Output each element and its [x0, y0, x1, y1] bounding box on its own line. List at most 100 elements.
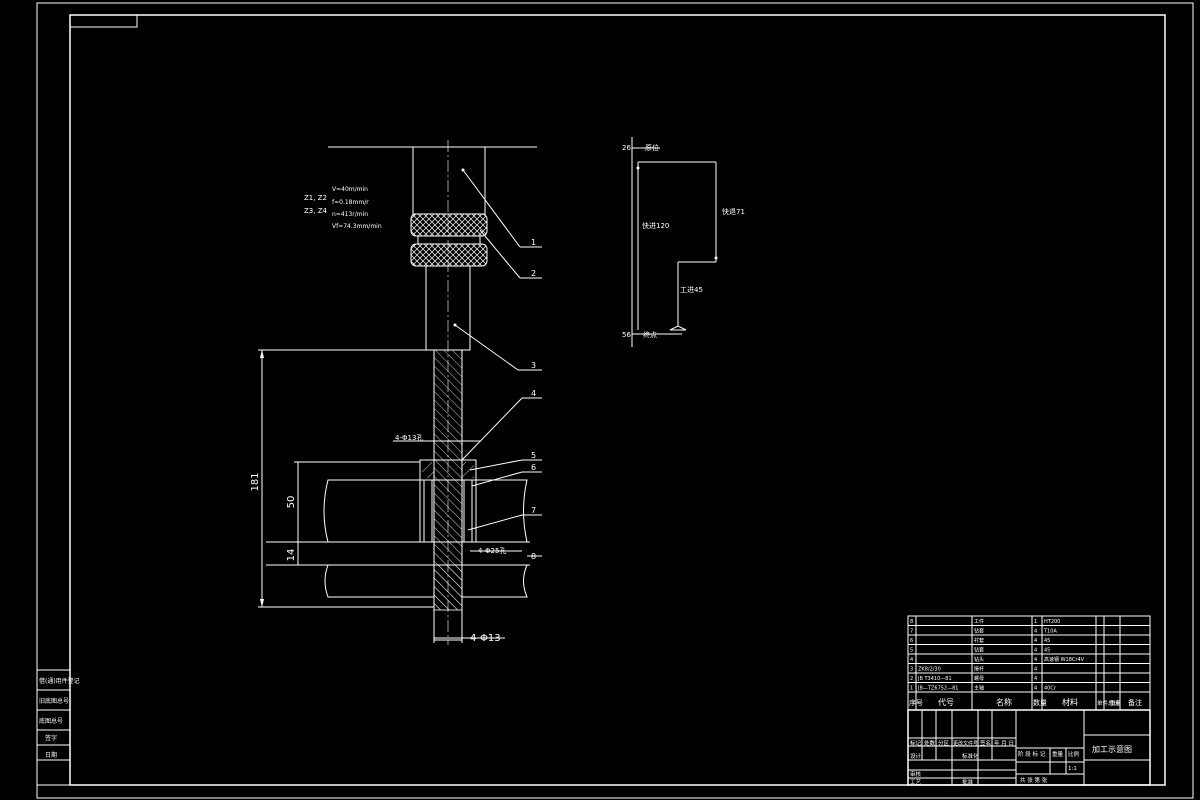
parts-cell-name: 工件 — [974, 618, 984, 625]
drawing-title: 加工示意图 — [1092, 744, 1132, 754]
parts-header-weight: 单件 重量 — [1097, 699, 1121, 707]
workpiece-plate-right — [461, 564, 528, 598]
parts-cell-name: 接杆 — [974, 666, 984, 673]
tb-label: 年 月 日 — [994, 739, 1014, 747]
parts-cell-no: 2 — [910, 676, 913, 682]
parts-cell-qty: 4 — [1034, 667, 1037, 673]
tb-role: 工艺 — [910, 779, 922, 786]
side-item: 借(通)用件登记 — [39, 677, 80, 685]
workpiece — [266, 459, 530, 611]
tb-label: 签名 — [980, 739, 991, 747]
dim-holes-mid: 4-Φ25孔 — [478, 547, 506, 555]
parts-cell-qty: 4 — [1034, 629, 1037, 635]
parts-list: 8 工件 1 HT200 7 钻套 4 T10A 6 衬套 4 45 5 钻套 4 45 4 钻头 4 高速钢 W18… — [907, 615, 1151, 711]
tb-role: 设计 — [910, 752, 922, 760]
parts-cell-qty: 1 — [1034, 619, 1037, 625]
parts-header-name: 名称 — [996, 697, 1012, 707]
parts-cell-name: 衬套 — [974, 637, 984, 644]
callout-2: 2 — [531, 269, 536, 278]
parts-header-no: 序号 — [909, 698, 923, 707]
parts-cell-name: 钻套 — [974, 647, 984, 654]
parts-cell-qty: 4 — [1034, 638, 1037, 644]
callout-4: 4 — [531, 389, 536, 398]
parts-cell-material: 45 — [1044, 638, 1050, 644]
title-block: 标记 处数 分区 更改文件号 签名 年 月 日 设计 审核 工艺 标准化 批准 … — [907, 709, 1151, 786]
param-line: Vf=74.3mm/min — [332, 223, 382, 230]
parts-cell-qty: 4 — [1034, 648, 1037, 654]
drill-bushing — [419, 459, 477, 481]
parts-cell-material: 高速钢 W18Cr4V — [1044, 656, 1085, 663]
callout-5: 5 — [531, 451, 536, 460]
side-item: 旧底图总号 — [39, 697, 69, 705]
parts-cell-material: 40Cr — [1044, 686, 1057, 692]
dim-holes-top: 4-Φ13孔 — [395, 434, 423, 442]
parts-cell-qty: 4 — [1034, 676, 1037, 682]
tb-label: 标记 — [910, 739, 922, 747]
parts-cell-name: 主轴 — [974, 685, 984, 692]
parts-cell-name: 钻头 — [974, 656, 984, 663]
cycle-bottom-label: 终点 — [643, 330, 657, 339]
side-item: 底图总号 — [39, 717, 63, 725]
tb-approve: 批准 — [962, 778, 974, 786]
jig-plate-left — [323, 479, 421, 543]
dim-gap: 14 — [286, 549, 297, 562]
cutting-parameters: Z1, Z2 Z3, Z4 V=40m/min f=0.18mm/r n=413… — [304, 186, 382, 230]
tb-weight: 重量 — [1052, 750, 1064, 758]
parts-cell-name: 钻套 — [974, 628, 984, 635]
tb-sheet: 共 张 第 张 — [1020, 776, 1048, 784]
dim-plate-thickness: 50 — [286, 496, 297, 509]
cycle-diagram: 26 原位 56 终点 快进120 快退71 工进45 — [622, 137, 745, 347]
callout-7: 7 — [531, 506, 536, 515]
callout-6: 6 — [531, 463, 536, 472]
parts-cell-material: HT200 — [1044, 619, 1060, 625]
param-line: n=413r/min — [332, 211, 368, 218]
parts-header-material: 材料 — [1062, 697, 1078, 707]
parts-cell-no: 4 — [910, 657, 913, 663]
parts-header-qty: 数量 — [1033, 698, 1047, 707]
dim-holes-bottom: 4-Φ13 — [470, 633, 501, 644]
parts-cell-no: 5 — [910, 648, 913, 654]
lock-nut-upper — [410, 213, 488, 237]
parts-cell-name: 螺母 — [974, 675, 984, 682]
tb-label: 更改文件号 — [953, 740, 978, 747]
cycle-rapid-back: 快退71 — [722, 207, 745, 216]
parts-cell-no: 3 — [910, 667, 913, 673]
cycle-work-feed: 工进45 — [680, 286, 703, 294]
parts-cell-no: 1 — [910, 686, 913, 692]
tb-std: 标准化 — [962, 752, 979, 760]
parts-cell-material: T10A — [1043, 629, 1057, 635]
parts-header-code: 代号 — [938, 697, 954, 707]
parts-cell-material: 45 — [1044, 648, 1050, 654]
side-item: 日期 — [45, 751, 57, 759]
tb-scale: 比例 — [1068, 750, 1080, 758]
workpiece-plate-left — [324, 564, 435, 598]
tb-label: 处数 — [924, 739, 936, 747]
part-callouts: 1 2 3 4 5 6 7 8 — [454, 169, 542, 561]
lock-nut-lower — [410, 243, 488, 267]
spindle-body — [412, 146, 486, 215]
side-item: 签字 — [45, 734, 57, 742]
outer-border — [36, 2, 1194, 799]
corner-code-box — [69, 14, 138, 28]
parts-cell-no: 7 — [910, 629, 913, 635]
parts-cell-code: JB—TZ6752—81 — [917, 686, 958, 692]
parts-header-total: 总计 — [1108, 699, 1120, 707]
tb-label: 分区 — [938, 739, 950, 747]
parts-cell-no: 6 — [910, 638, 913, 644]
cycle-top-pos: 26 — [622, 144, 631, 152]
param-line: f=0.18mm/r — [332, 199, 369, 206]
parts-cell-no: 8 — [910, 619, 913, 625]
parts-cell-code: ZK8/2/30 — [918, 667, 941, 673]
tb-scale-value: 1:1 — [1068, 766, 1077, 772]
cycle-bottom-pos: 56 — [622, 331, 631, 339]
param-label-1: Z1, Z2 — [304, 194, 327, 202]
jig-plate-right — [475, 479, 528, 543]
dimensions: 181 50 14 4-Φ13孔 4-Φ25孔 4-Φ13 — [250, 349, 522, 644]
parts-cell-qty: 4 — [1034, 657, 1037, 663]
cycle-rapid-fwd: 快进120 — [642, 221, 669, 230]
dim-total-length: 181 — [250, 472, 261, 491]
inner-border — [69, 14, 1166, 786]
cycle-top-label: 原位 — [645, 143, 659, 152]
tb-role: 审核 — [910, 770, 922, 778]
